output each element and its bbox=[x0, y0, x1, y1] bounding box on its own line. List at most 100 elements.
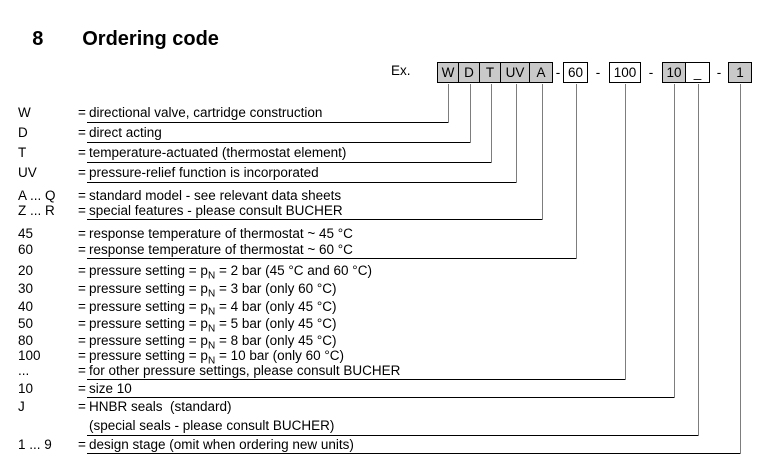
legend-description: special features - please consult BUCHER bbox=[89, 203, 343, 218]
code-box-10: 10 bbox=[662, 62, 686, 83]
separator-dash: - bbox=[716, 65, 722, 80]
separator-dash: - bbox=[648, 65, 654, 80]
connector-vline-5 bbox=[542, 84, 543, 220]
code-box-1: 1 bbox=[728, 62, 752, 83]
legend-code: UV bbox=[18, 165, 37, 180]
section-number: 8 bbox=[32, 28, 44, 50]
legend-description: response temperature of thermostat ~ 60 … bbox=[89, 242, 353, 257]
legend-code: A ... Q bbox=[18, 188, 56, 203]
legend-row-5: Z ... R =special features - please consul… bbox=[18, 203, 343, 219]
example-label: Ex. bbox=[391, 63, 411, 78]
code-box-a: A bbox=[529, 62, 553, 83]
equals-sign: = bbox=[78, 348, 86, 363]
legend-description: standard model - see relevant data sheet… bbox=[89, 188, 342, 203]
legend-description: design stage (omit when ordering new uni… bbox=[89, 437, 354, 452]
legend-code: 20 bbox=[18, 263, 34, 278]
connector-vline-14 bbox=[625, 84, 626, 380]
equals-sign: = bbox=[78, 363, 86, 378]
equals-sign: = bbox=[78, 299, 86, 314]
equals-sign: = bbox=[78, 226, 86, 241]
legend-code: 1 ... 9 bbox=[18, 437, 52, 452]
connector-underline-2 bbox=[87, 162, 491, 163]
code-box-60: 60 bbox=[563, 62, 588, 83]
equals-sign: = bbox=[78, 399, 86, 414]
legend-code: 30 bbox=[18, 281, 34, 296]
legend-row-3: UV=pressure-relief function is incorpora… bbox=[18, 165, 319, 181]
equals-sign: = bbox=[78, 242, 86, 257]
legend-code: 100 bbox=[18, 348, 41, 363]
legend-code: 80 bbox=[18, 333, 34, 348]
legend-row-4: A ... Q=standard model - see relevant da… bbox=[18, 188, 341, 204]
legend-code: 10 bbox=[18, 381, 34, 396]
connector-underline-18 bbox=[87, 453, 740, 454]
equals-sign: = bbox=[78, 281, 86, 296]
equals-sign: = bbox=[78, 203, 86, 218]
legend-row-2: T =temperature-actuated (thermostat eleme… bbox=[18, 145, 346, 161]
legend-code: D bbox=[18, 125, 28, 140]
legend-description: pressure setting = pN = 4 bar (only 45 °… bbox=[89, 299, 337, 318]
legend-row-15: 10 =size 10 bbox=[18, 381, 132, 397]
legend-description: pressure setting = pN = 8 bar (only 45 °… bbox=[89, 333, 337, 352]
connector-vline-18 bbox=[740, 84, 741, 454]
legend-row-8: 20=pressure setting = pN = 2 bar (45 °C … bbox=[18, 263, 372, 281]
legend-description: size 10 bbox=[89, 381, 132, 396]
legend-code: J bbox=[18, 399, 25, 414]
code-box-uv: UV bbox=[500, 62, 530, 83]
legend-row-0: W=directional valve, cartridge construct… bbox=[18, 105, 322, 121]
connector-vline-17 bbox=[698, 84, 699, 436]
connector-vline-3 bbox=[516, 84, 517, 183]
connector-vline-7 bbox=[576, 84, 577, 259]
equals-sign: = bbox=[78, 145, 86, 160]
legend-description: pressure setting = pN = 5 bar (only 45 °… bbox=[89, 316, 337, 335]
connector-vline-0 bbox=[448, 84, 449, 123]
equals-sign: = bbox=[78, 316, 86, 331]
legend-code: 40 bbox=[18, 299, 34, 314]
legend-description: response temperature of thermostat ~ 45 … bbox=[89, 226, 353, 241]
code-box-blank: _ bbox=[685, 62, 710, 83]
connector-vline-2 bbox=[491, 84, 492, 163]
equals-sign: = bbox=[78, 333, 86, 348]
equals-sign: = bbox=[78, 437, 86, 452]
separator-dash: - bbox=[555, 65, 561, 80]
legend-row-17: (special seals - please consult BUCHER) bbox=[18, 418, 334, 434]
equals-sign: = bbox=[78, 381, 86, 396]
legend-code: ... bbox=[18, 363, 30, 378]
legend-code: W bbox=[18, 105, 31, 120]
legend-row-16: J =HNBR seals (standard) bbox=[18, 399, 232, 415]
legend-description: directional valve, cartridge constructio… bbox=[89, 105, 323, 120]
legend-row-13: 100 =pressure setting = pN = 10 bar (only… bbox=[18, 348, 345, 367]
legend-row-7: 60=response temperature of thermostat ~ … bbox=[18, 242, 353, 258]
equals-sign: = bbox=[78, 165, 86, 180]
legend-row-11: 50 =pressure setting = pN = 5 bar (only 4… bbox=[18, 316, 337, 335]
code-box-100: 100 bbox=[609, 62, 641, 83]
legend-description: pressure setting = pN = 3 bar (only 60 °… bbox=[89, 281, 337, 300]
connector-underline-5 bbox=[87, 219, 542, 220]
legend-row-18: 1 ... 9 =design stage (omit when ordering… bbox=[18, 437, 354, 453]
legend-description: HNBR seals (standard) bbox=[89, 399, 232, 414]
legend-description: (special seals - please consult BUCHER) bbox=[89, 418, 335, 433]
legend-description: for other pressure settings, please cons… bbox=[89, 363, 401, 378]
connector-underline-0 bbox=[87, 122, 448, 123]
equals-sign: = bbox=[78, 263, 86, 278]
legend-description: pressure setting = pN = 10 bar (only 60 … bbox=[89, 348, 345, 367]
legend-row-10: 40 =pressure setting = pN = 4 bar (only 4… bbox=[18, 299, 337, 318]
connector-underline-15 bbox=[87, 397, 674, 398]
code-box-w: W bbox=[437, 62, 459, 83]
legend-row-6: 45=response temperature of thermostat ~ … bbox=[18, 226, 353, 242]
equals-sign: = bbox=[78, 125, 86, 140]
legend-description: temperature-actuated (thermostat element… bbox=[89, 145, 347, 160]
legend-row-1: D =direct acting bbox=[18, 125, 162, 141]
legend-row-14: ... =for other pressure settings, please … bbox=[18, 363, 400, 379]
code-box-d: D bbox=[458, 62, 480, 83]
legend-code: Z ... R bbox=[18, 203, 55, 218]
legend-description: direct acting bbox=[89, 125, 162, 140]
connector-underline-3 bbox=[87, 182, 516, 183]
legend-row-12: 80 =pressure setting = pN = 8 bar (only 4… bbox=[18, 333, 337, 352]
legend-code: T bbox=[18, 145, 27, 160]
connector-underline-1 bbox=[87, 142, 470, 143]
legend-code: 50 bbox=[18, 316, 34, 331]
separator-dash: - bbox=[595, 65, 601, 80]
connector-underline-14 bbox=[87, 379, 625, 380]
